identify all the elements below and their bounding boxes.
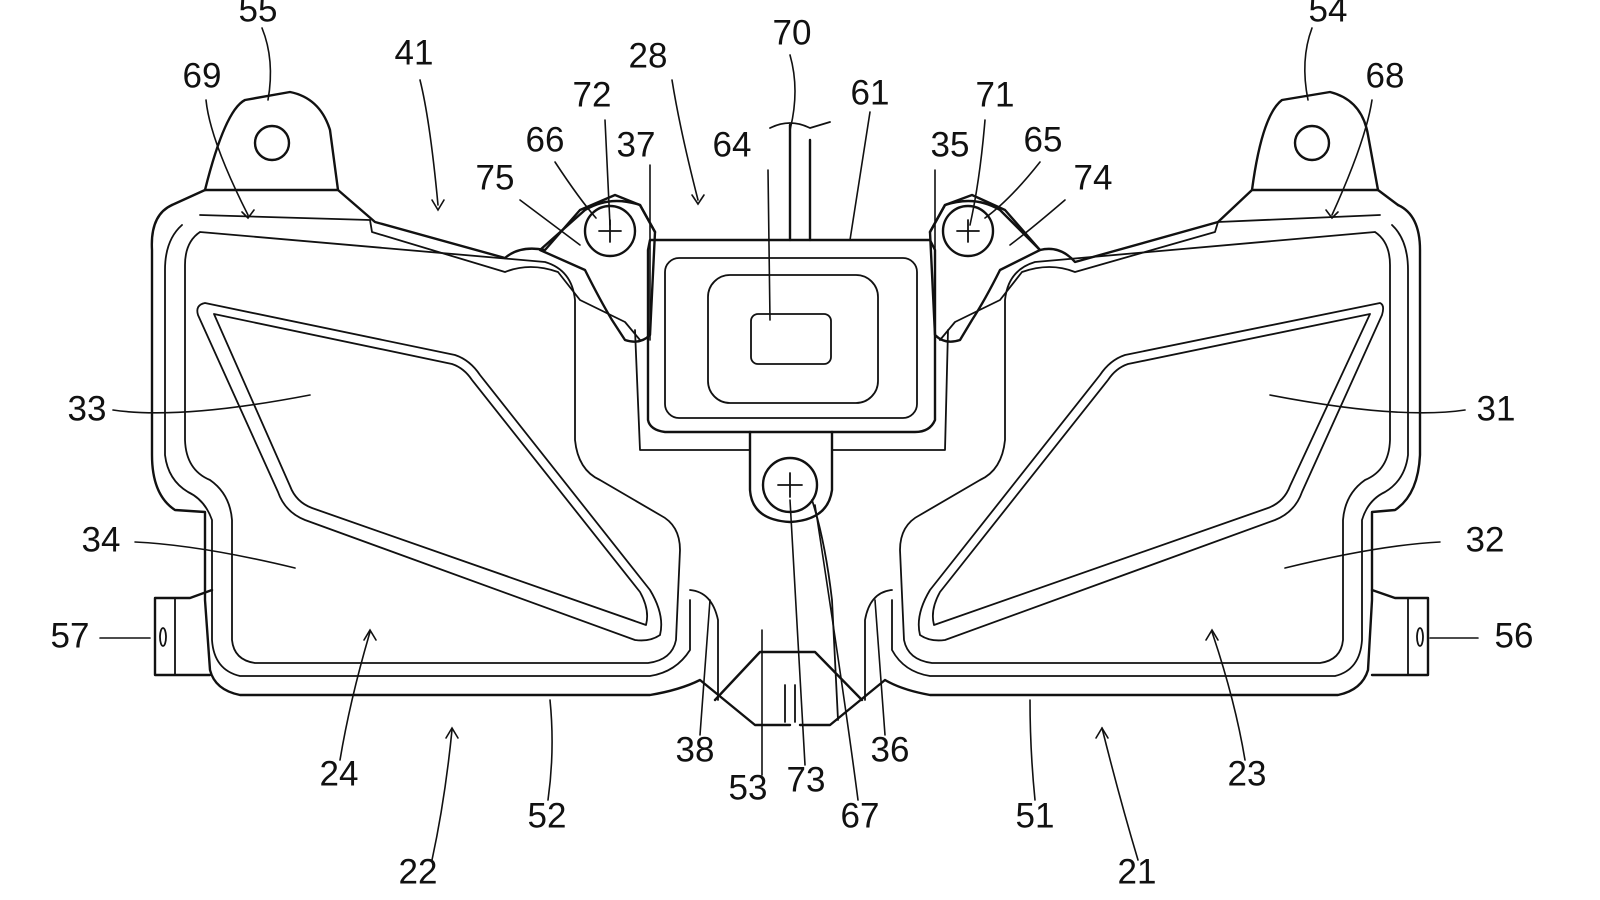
label-55: 55 xyxy=(239,0,278,29)
label-23: 23 xyxy=(1228,754,1267,793)
label-54: 54 xyxy=(1309,0,1348,29)
right-mount-tab xyxy=(1250,90,1380,192)
label-67: 67 xyxy=(841,796,880,835)
label-35: 35 xyxy=(931,125,970,164)
label-22: 22 xyxy=(399,852,438,891)
right-side-bracket xyxy=(1370,588,1430,677)
label-34: 34 xyxy=(82,520,121,559)
left-lamp-housing xyxy=(150,188,792,727)
label-74: 74 xyxy=(1074,158,1113,197)
label-71: 71 xyxy=(976,75,1015,114)
right-lamp-housing xyxy=(798,188,1422,727)
label-37: 37 xyxy=(617,125,656,164)
left-mount-tab xyxy=(203,90,340,192)
label-31: 31 xyxy=(1477,389,1516,428)
label-68: 68 xyxy=(1366,56,1405,95)
reference-numerals: 55 54 69 68 41 28 70 61 72 71 66 37 64 3… xyxy=(51,0,1534,891)
label-64: 64 xyxy=(713,125,752,164)
label-65: 65 xyxy=(1024,120,1063,159)
label-56: 56 xyxy=(1495,616,1534,655)
leader-lines xyxy=(99,27,1479,861)
label-57: 57 xyxy=(51,616,90,655)
left-screw-bracket xyxy=(538,199,657,343)
label-66: 66 xyxy=(526,120,565,159)
label-38: 38 xyxy=(676,730,715,769)
label-72: 72 xyxy=(573,75,612,114)
label-21: 21 xyxy=(1118,852,1157,891)
label-52: 52 xyxy=(528,796,567,835)
label-51: 51 xyxy=(1016,796,1055,835)
label-69: 69 xyxy=(183,56,222,95)
label-24: 24 xyxy=(320,754,359,793)
center-unit xyxy=(634,121,949,723)
label-61: 61 xyxy=(851,73,890,112)
left-side-bracket xyxy=(153,588,214,677)
label-32: 32 xyxy=(1466,520,1505,559)
label-33: 33 xyxy=(68,389,107,428)
label-28: 28 xyxy=(629,36,668,75)
label-75: 75 xyxy=(476,158,515,197)
label-73: 73 xyxy=(787,760,826,799)
label-70: 70 xyxy=(773,13,812,52)
label-53: 53 xyxy=(729,768,768,807)
label-41: 41 xyxy=(395,33,434,72)
label-36: 36 xyxy=(871,730,910,769)
